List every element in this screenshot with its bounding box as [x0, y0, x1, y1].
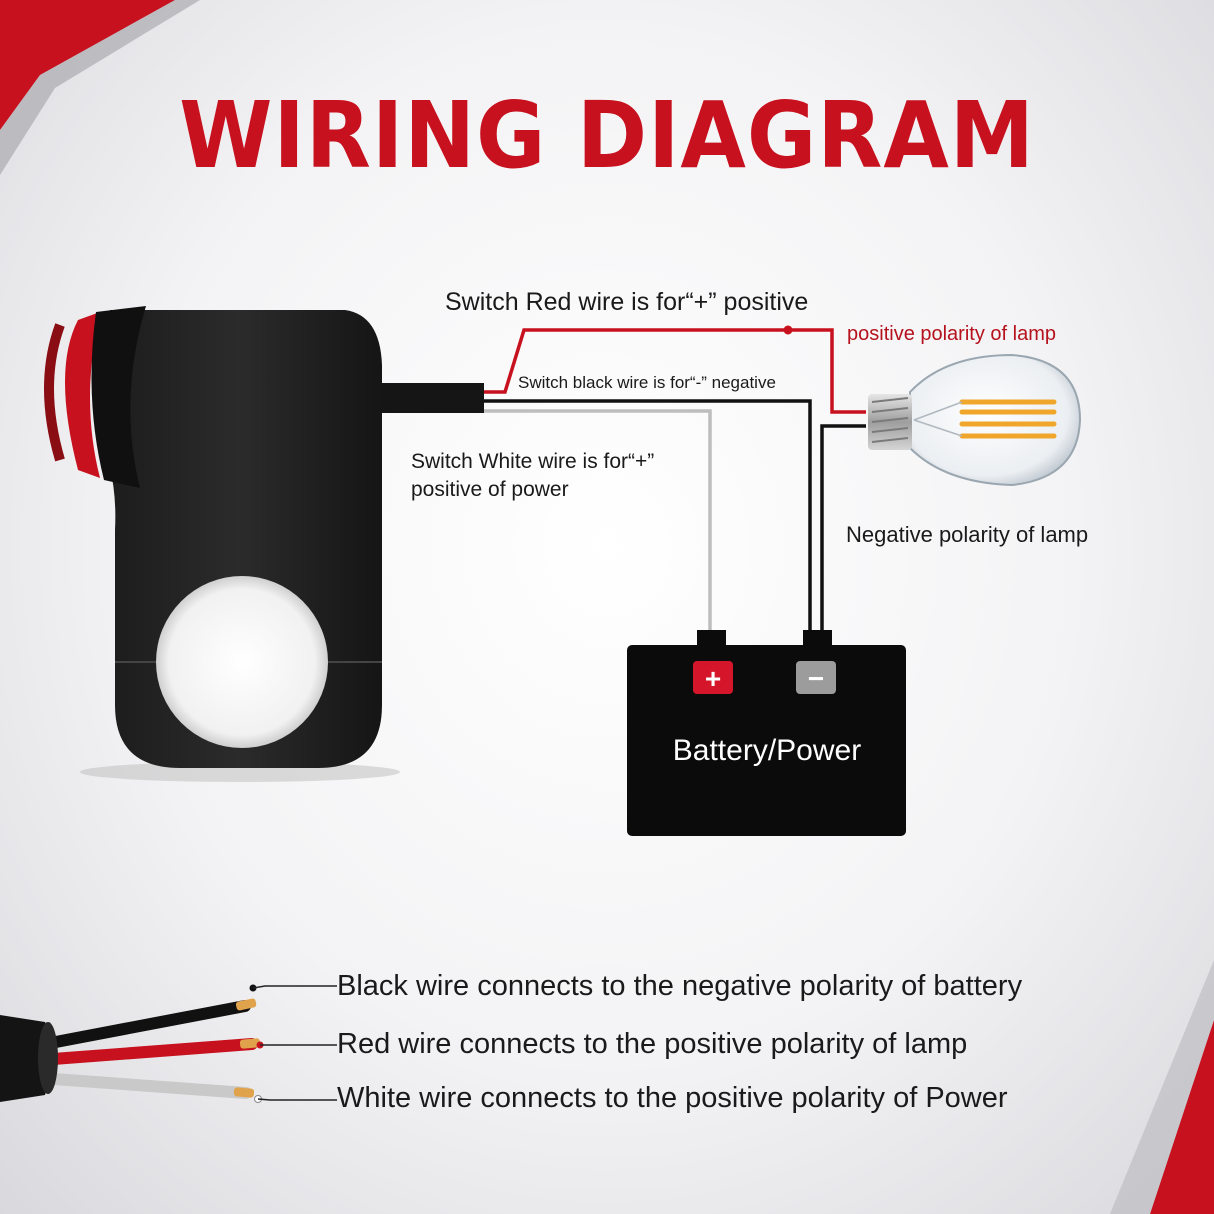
handlebar-mount-hole: [156, 576, 328, 748]
battery-positive-terminal: [693, 661, 733, 694]
label-battery: Battery/Power: [672, 734, 862, 767]
wires: [484, 328, 866, 634]
battery-minus-symbol: −: [808, 663, 824, 694]
corner-decoration-top-left: [0, 0, 200, 175]
battery-plus-symbol: +: [705, 663, 721, 694]
switch-button: [65, 312, 100, 478]
red-wire: [484, 328, 866, 414]
red-wire-junction: [783, 325, 793, 335]
page-title: WIRING DIAGRAM: [179, 82, 1035, 189]
battery: + −: [627, 630, 906, 836]
black-wire: [484, 399, 812, 634]
label-negative-polarity-lamp: Negative polarity of lamp: [846, 522, 1089, 547]
battery-negative-terminal: [796, 661, 836, 694]
label-switch-white-wire: Switch White wire is for“+”: [411, 450, 655, 473]
label-switch-black-wire: Switch black wire is for“-” negative: [518, 373, 776, 392]
switch-cable: [382, 383, 484, 413]
label-positive-polarity-lamp: positive polarity of lamp: [847, 323, 1056, 345]
label-switch-red-wire: Switch Red wire is for“+” positive: [445, 288, 809, 316]
white-wire: [484, 409, 712, 634]
label-black-wire-connection: Black wire connects to the negative pola…: [337, 970, 1023, 1002]
label-red-wire-connection: Red wire connects to the positive polari…: [337, 1028, 968, 1060]
lamp-bulb: [868, 353, 1082, 487]
label-white-wire-connection: White wire connects to the positive pola…: [337, 1082, 1008, 1114]
label-switch-white-wire-line2: positive of power: [411, 478, 569, 501]
handlebar-switch: [44, 306, 484, 782]
lamp-negative-wire: [820, 424, 866, 634]
cable-closeup: [0, 984, 337, 1103]
corner-decoration-bottom-right: [1110, 960, 1214, 1214]
